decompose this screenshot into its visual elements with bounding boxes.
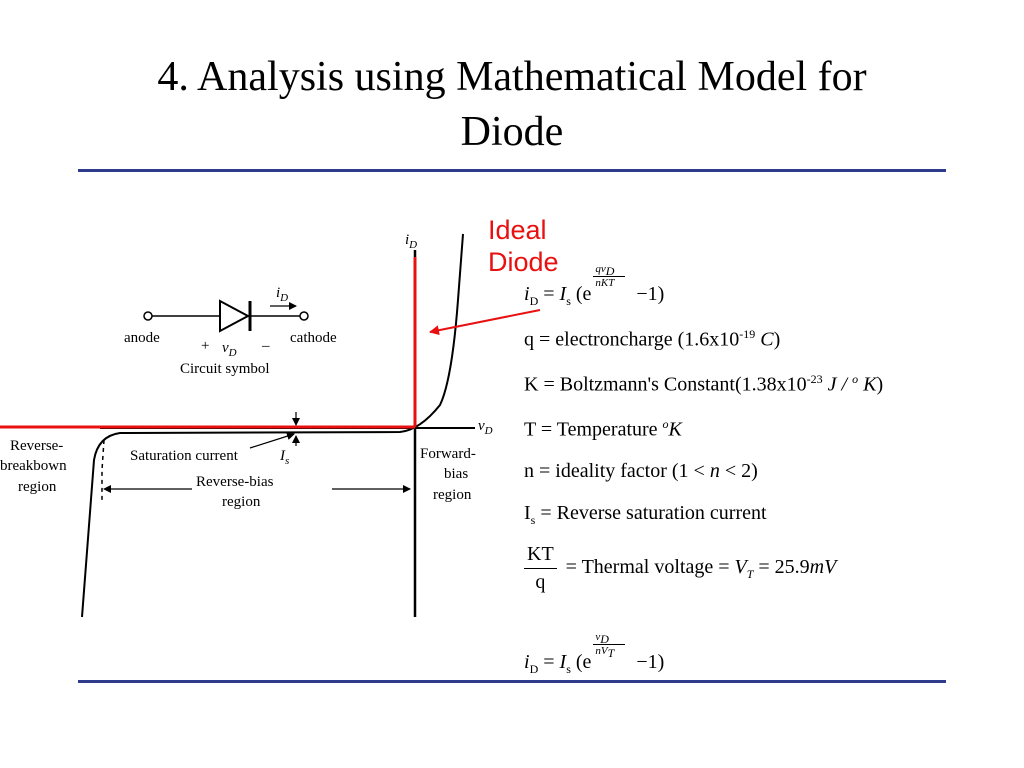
ideal-label-line-1: Ideal	[488, 215, 547, 245]
breakdown-label-1: Reverse-	[10, 438, 63, 454]
current-label: iD	[276, 285, 288, 304]
ideal-diode-label: Ideal Diode	[488, 214, 559, 278]
anode-label: anode	[124, 330, 160, 346]
voltage-label: vD	[222, 340, 237, 359]
cathode-terminal	[299, 311, 309, 321]
top-divider	[78, 169, 946, 172]
x-axis-label: vD	[478, 418, 493, 437]
ideality-factor-definition: n = ideality factor (1 < n < 2)	[524, 460, 758, 482]
title-line-1: 4. Analysis using Mathematical Model for	[157, 54, 867, 100]
forward-label-1: Forward-	[420, 446, 476, 462]
forward-label-2: bias	[444, 466, 468, 482]
saturation-current-definition: Is = Reverse saturation current	[524, 502, 767, 527]
breakdown-dashed-line	[101, 439, 105, 500]
diode-symbol-icon	[219, 299, 251, 333]
bottom-divider	[78, 680, 946, 683]
saturation-pointer	[249, 432, 295, 449]
cathode-label: cathode	[290, 330, 337, 346]
title-line-2: Diode	[460, 109, 564, 155]
diode-iv-curve	[81, 233, 464, 618]
reverse-bias-label-2: region	[222, 494, 261, 510]
ideal-label-line-2: Diode	[488, 247, 559, 277]
plus-sign: +	[201, 338, 209, 354]
electron-charge-definition: q = electroncharge (1.6x10-19 C)	[524, 327, 781, 351]
boltzmann-definition: K = Boltzmann's Constant(1.38x10-23 J / …	[524, 372, 884, 396]
breakdown-label-3: region	[18, 479, 57, 495]
saturation-current-label: Saturation current	[130, 448, 239, 464]
reverse-bias-label-1: Reverse-bias	[196, 474, 274, 490]
ideal-diode-arrow	[429, 309, 541, 336]
page-title: 4. Analysis using Mathematical Model for…	[60, 50, 964, 160]
anode-terminal	[143, 311, 153, 321]
reverse-bias-label-bg	[192, 470, 332, 510]
forward-label-3: region	[433, 487, 472, 503]
temperature-definition: T = Temperature oK	[524, 417, 682, 441]
y-axis-label: iD	[405, 232, 417, 251]
minus-sign: –	[261, 338, 270, 354]
circuit-symbol-label: Circuit symbol	[180, 361, 270, 377]
breakdown-label-2: breakbown	[0, 458, 67, 474]
saturation-is-label: Is	[279, 448, 289, 467]
